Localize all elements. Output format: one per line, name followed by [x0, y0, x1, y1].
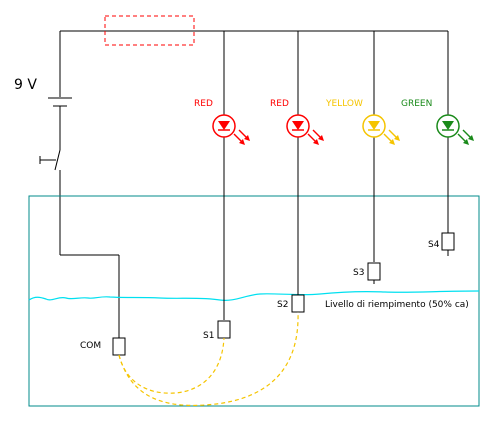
- led-emission-arrowhead: [318, 135, 324, 141]
- led-label-red-1: RED: [194, 99, 213, 109]
- sensor-s3: [367, 262, 381, 281]
- switch-lever: [54, 149, 61, 171]
- led-label-red-2: RED: [270, 99, 289, 109]
- led-triangle: [368, 121, 380, 130]
- led-triangle: [218, 121, 230, 130]
- sensor-s4-label: S4: [428, 240, 440, 250]
- led-green: [436, 114, 474, 145]
- battery-label: 9 V: [14, 77, 37, 93]
- led-emission-arrowhead: [394, 135, 400, 141]
- water-level-label: Livello di riempimento (50% ca): [325, 300, 469, 310]
- tank-outline: [28, 195, 480, 407]
- water-level-wave: [28, 290, 480, 301]
- sensor-s1: [217, 320, 231, 339]
- led-emission-arrowhead: [313, 139, 319, 145]
- led-label-green: GREEN: [401, 99, 432, 109]
- led-label-yellow: YELLOW: [325, 99, 363, 109]
- sensor-s1-label: S1: [203, 331, 214, 341]
- sensor-s3-label: S3: [353, 268, 364, 278]
- led-emission-arrowhead: [463, 139, 469, 145]
- led-emission-arrowhead: [468, 135, 474, 141]
- dashed-link-com-s2: [118, 311, 299, 407]
- sensor-s4: [441, 232, 455, 251]
- sensor-s2-label: S2: [277, 300, 288, 310]
- sensor-com: [112, 337, 126, 356]
- dashed-link-com-s1: [118, 337, 225, 394]
- sensor-com-label: COM: [80, 341, 101, 351]
- led-emission-arrowhead: [239, 139, 245, 145]
- sensor-s2: [291, 294, 305, 313]
- led-triangle: [442, 121, 454, 130]
- led-triangle: [292, 121, 304, 130]
- led-red-1: [212, 114, 250, 145]
- led-red-2: [286, 114, 324, 145]
- led-emission-arrowhead: [244, 135, 250, 141]
- fuse-dashed-box: [104, 15, 195, 46]
- led-emission-arrowhead: [389, 139, 395, 145]
- led-yellow: [362, 114, 400, 145]
